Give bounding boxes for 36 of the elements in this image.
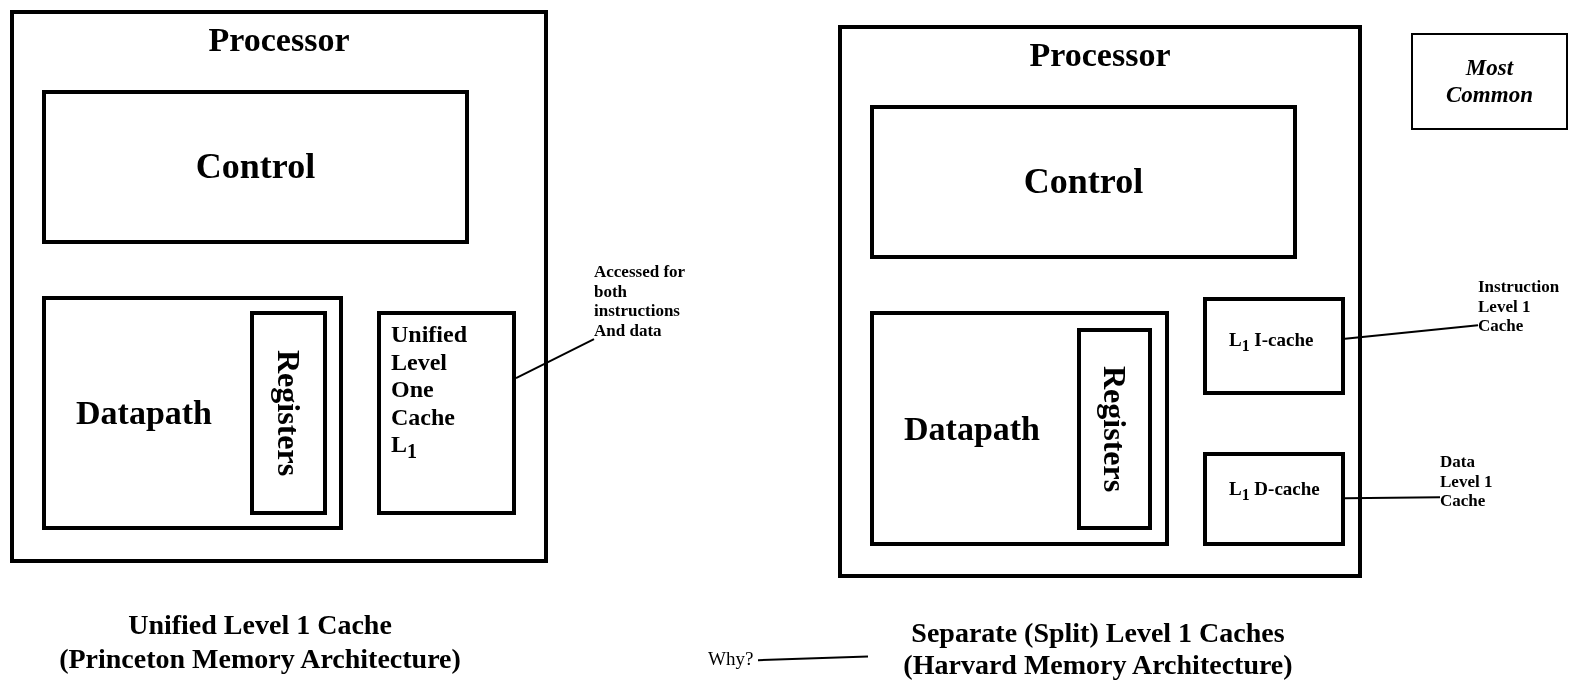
- box-label: Datapath: [904, 408, 1041, 449]
- box-label: Control: [1023, 161, 1144, 203]
- box-label: Control: [195, 146, 316, 188]
- vertical-label: Registers: [270, 349, 307, 477]
- control-box: [870, 105, 1297, 259]
- leader-line: [515, 338, 595, 380]
- box-label: Unified Level One Cache L$_{1}$: [391, 321, 468, 464]
- caption: (Princeton Memory Architecture): [59, 642, 461, 674]
- annotation: Instruction Level 1 Cache: [1478, 277, 1561, 336]
- node-label: Separate (Split) Level 1 Caches: [911, 616, 1285, 649]
- cache-box: [1203, 297, 1345, 395]
- box-label: L$_{1}$ I-cache: [1229, 329, 1314, 355]
- registers-box: [250, 311, 327, 515]
- annotation: Data Level 1 Cache: [1440, 452, 1494, 511]
- box-label: Most Common: [1445, 55, 1534, 108]
- leader-line: [757, 655, 869, 662]
- processor-box: [838, 25, 1362, 578]
- box-label: Processor: [208, 20, 350, 60]
- datapath-box: [870, 311, 1169, 546]
- registers-box: [1077, 328, 1152, 530]
- annotation: Why?: [708, 648, 754, 670]
- box-label: L$_{1}$ D-cache: [1229, 478, 1320, 504]
- caption: Unified Level 1 Cache: [128, 609, 392, 640]
- leader-line: [1344, 324, 1479, 340]
- processor-box: [10, 10, 548, 563]
- cache-box: [377, 311, 516, 515]
- box-label: Datapath: [76, 393, 213, 433]
- vertical-label: Registers: [1096, 365, 1133, 493]
- annotation: Accessed for both instructions And data: [594, 262, 686, 341]
- leader-line: [1344, 496, 1441, 500]
- datapath-box: [42, 296, 343, 530]
- control-box: [42, 90, 469, 244]
- box-label: Processor: [1029, 35, 1171, 75]
- node-label: (Harvard Memory Architecture): [903, 649, 1293, 682]
- cache-box: [1203, 452, 1345, 546]
- note-box: [1411, 33, 1568, 130]
